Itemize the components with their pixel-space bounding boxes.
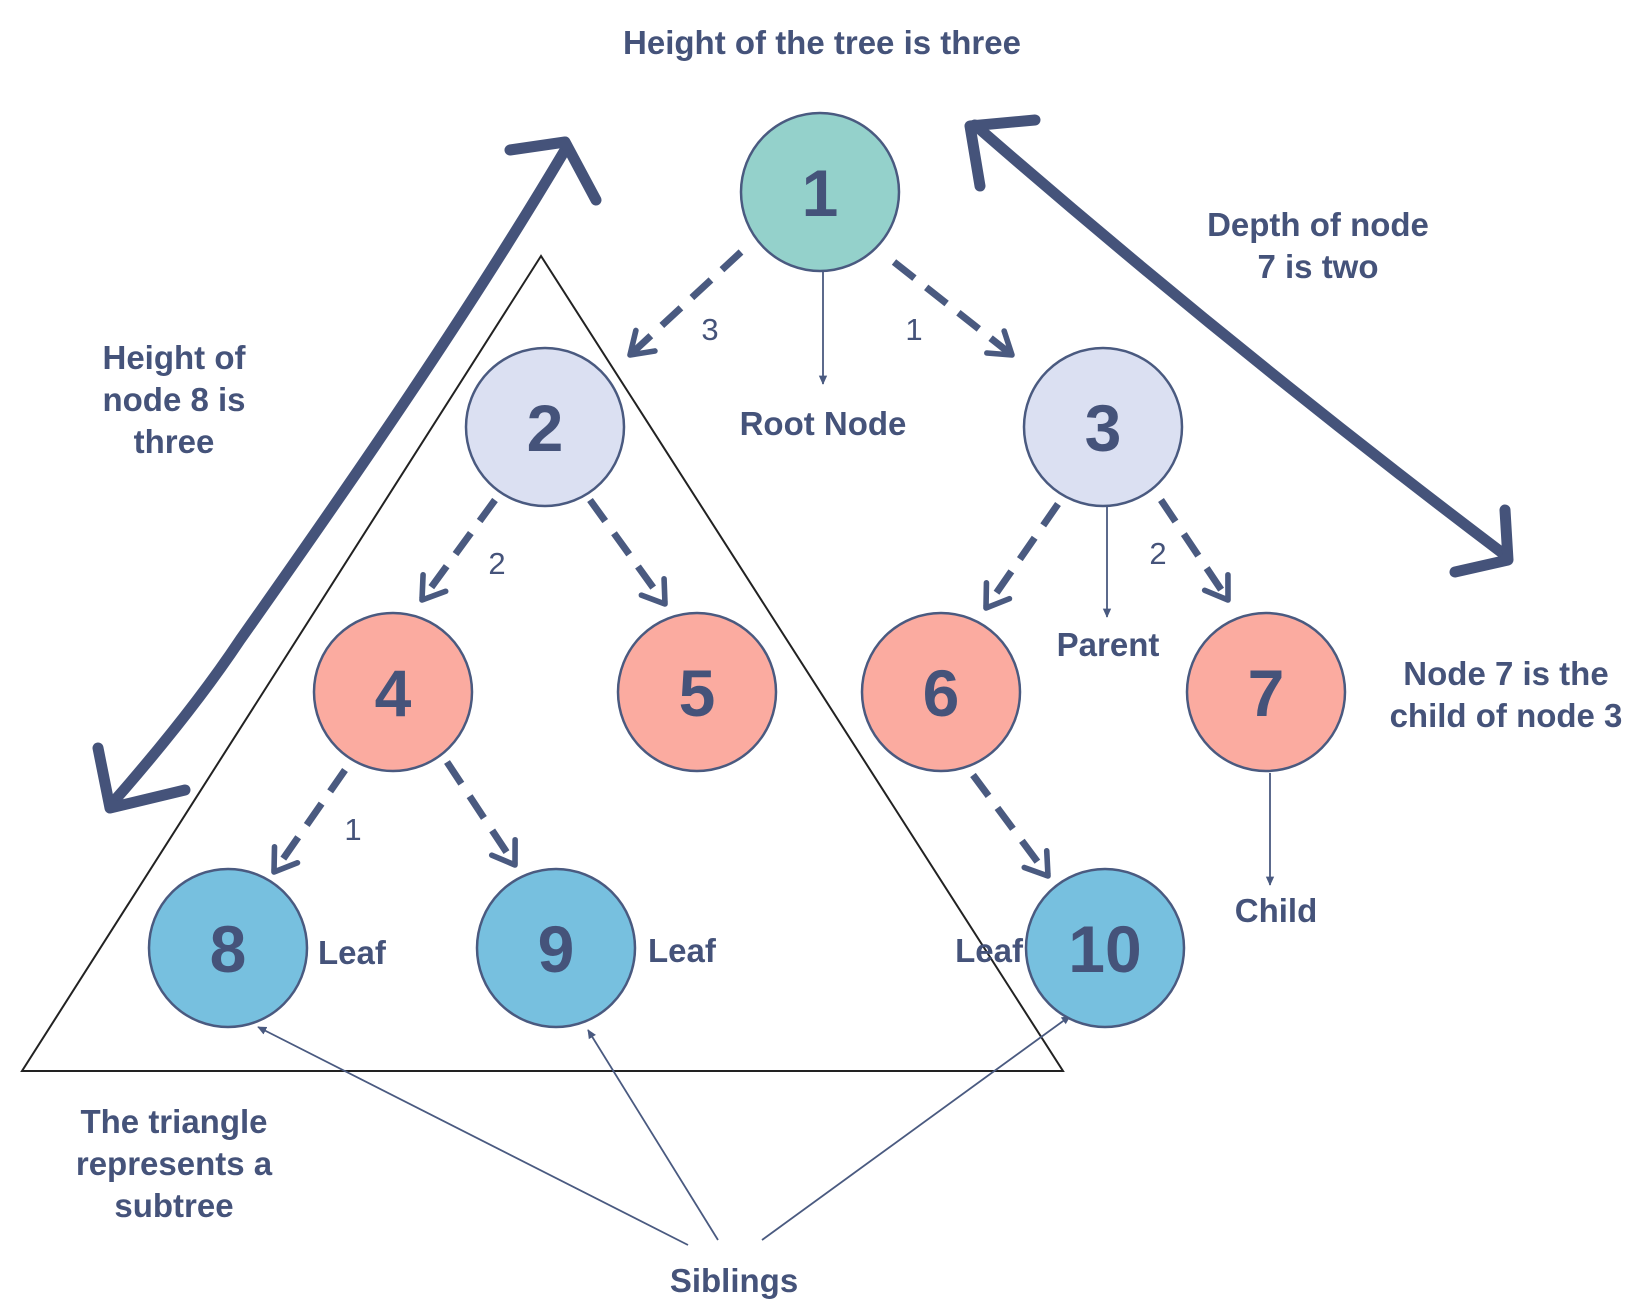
edge-4-8 <box>271 768 348 875</box>
edge-6-10 <box>970 772 1051 879</box>
edge-number-2-4: 2 <box>488 546 505 581</box>
triangle-caption-line-2: represents a <box>76 1145 273 1182</box>
node-7-circle <box>1185 611 1347 773</box>
edge-3-7 <box>1158 498 1231 603</box>
node-5: 5 <box>616 611 778 773</box>
node-2-label: 2 <box>527 391 564 465</box>
child-of-caption-line-2: child of node 3 <box>1390 697 1623 734</box>
tree-height-caption: Height of the tree is three <box>623 24 1021 61</box>
depth-node-7-arrow <box>964 114 1514 578</box>
node-8: 8 <box>147 867 309 1029</box>
edge-3-6 <box>983 502 1061 611</box>
node-2-circle <box>464 346 626 508</box>
node-6: 6 <box>860 611 1022 773</box>
edge-1-3 <box>891 259 1015 358</box>
node-3-label: 3 <box>1085 391 1122 465</box>
subtree-triangle <box>20 254 1065 1072</box>
node-7-label: 7 <box>1248 656 1285 730</box>
siblings-label: Siblings <box>670 1262 798 1299</box>
sibling-pointer-10 <box>761 1015 1071 1241</box>
node-9-circle <box>475 867 637 1029</box>
height-node-8-line-1: Height of <box>103 339 247 376</box>
edge-number-1-2: 3 <box>701 312 718 347</box>
height-node-8-line-2: node 8 is <box>102 381 245 418</box>
node-4: 4 <box>312 611 474 773</box>
child-of-caption-line-1: Node 7 is the <box>1403 655 1608 692</box>
edge-2-5 <box>587 497 668 607</box>
node-5-label: 5 <box>679 656 716 730</box>
edge-number-4-8: 1 <box>344 812 361 847</box>
node-1: 1 <box>739 111 901 273</box>
height-node-8-line-3: three <box>134 423 215 460</box>
node-4-label: 4 <box>375 656 412 730</box>
height-node-8-arrow <box>92 136 602 814</box>
parent-label: Parent <box>1057 626 1160 663</box>
node-10-label: 10 <box>1068 912 1141 986</box>
node-3-circle <box>1022 346 1184 508</box>
edge-1-2 <box>627 249 744 358</box>
tree-nodes: 1 2 3 4 5 6 7 8 <box>147 111 1347 1029</box>
edge-4-9 <box>444 760 518 868</box>
edge-number-3-7: 2 <box>1149 536 1166 571</box>
sibling-pointer-8 <box>257 1026 689 1246</box>
leaf-label-9: Leaf <box>648 932 717 969</box>
node-8-label: 8 <box>210 912 247 986</box>
node-4-circle <box>312 611 474 773</box>
triangle-caption-line-1: The triangle <box>80 1103 267 1140</box>
node-9-label: 9 <box>538 912 575 986</box>
node-10-circle <box>1024 867 1186 1029</box>
node-6-circle <box>860 611 1022 773</box>
pointer-arrows <box>257 272 1275 1246</box>
node-1-circle <box>739 111 901 273</box>
node-6-label: 6 <box>923 656 960 730</box>
node-5-circle <box>616 611 778 773</box>
node-10: 10 <box>1024 867 1186 1029</box>
leaf-label-8: Leaf <box>318 934 387 971</box>
leaf-label-10: Leaf <box>955 932 1024 969</box>
depth-caption-line-2: 7 is two <box>1257 248 1378 285</box>
edge-2-4 <box>419 497 498 603</box>
triangle-caption-line-3: subtree <box>114 1187 233 1224</box>
root-node-label: Root Node <box>740 405 907 442</box>
sibling-pointer-9 <box>587 1029 719 1241</box>
tree-edges <box>271 249 1231 879</box>
node-9: 9 <box>475 867 637 1029</box>
node-1-label: 1 <box>802 156 839 230</box>
node-3: 3 <box>1022 346 1184 508</box>
depth-caption-line-1: Depth of node <box>1207 206 1429 243</box>
node-7: 7 <box>1185 611 1347 773</box>
edge-number-1-3: 1 <box>905 312 922 347</box>
child-label: Child <box>1235 892 1317 929</box>
node-2: 2 <box>464 346 626 508</box>
node-8-circle <box>147 867 309 1029</box>
